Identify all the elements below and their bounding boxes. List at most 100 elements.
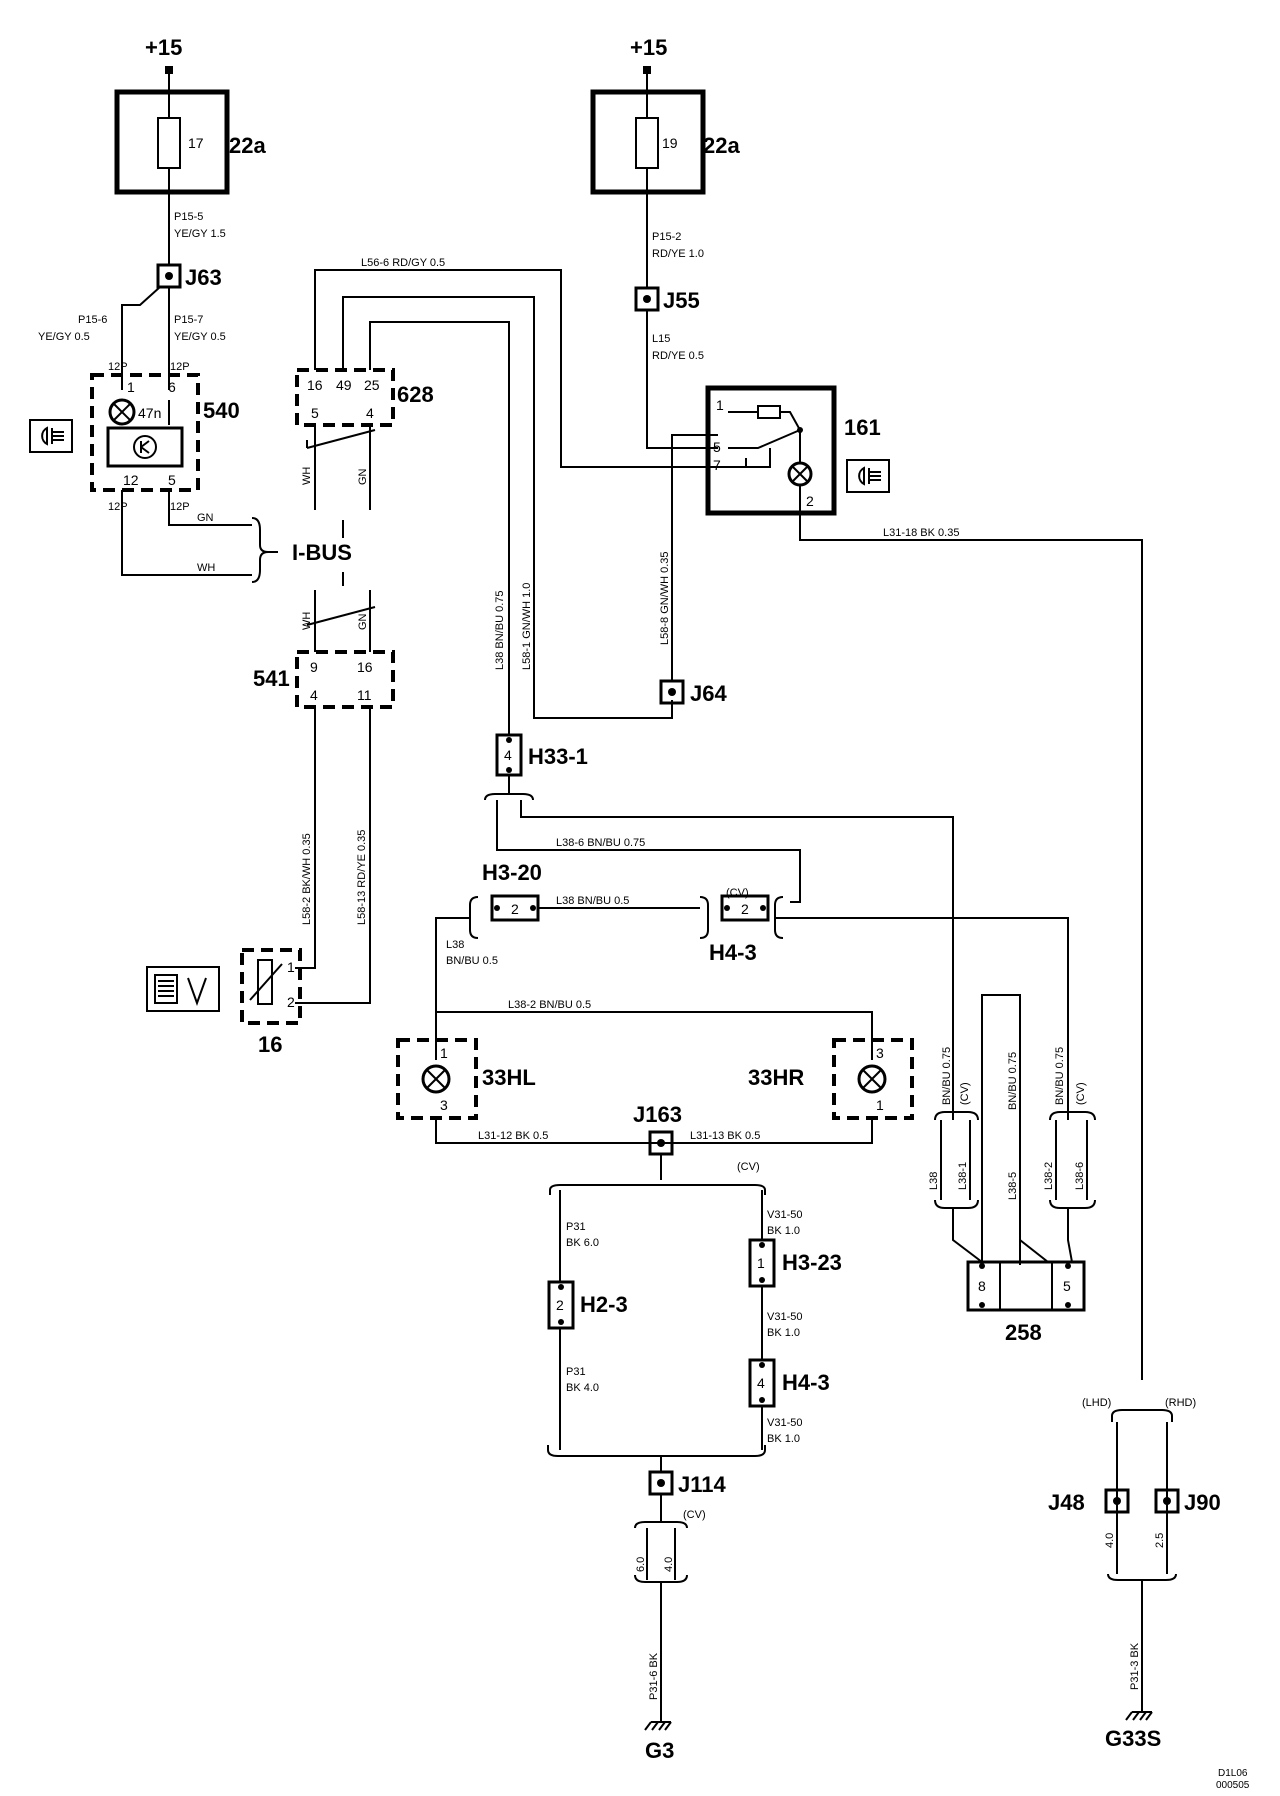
wire-bnbu-075-c: BN/BU 0.75 — [1054, 1047, 1066, 1105]
supply-left-terminal — [165, 66, 173, 74]
component-161-label: 161 — [844, 415, 881, 440]
h4-3a-pin: 2 — [741, 901, 749, 917]
reference-code-2: 000505 — [1216, 1780, 1250, 1791]
pin-540-5: 5 — [168, 472, 176, 488]
wire-l31-18: L31-18 BK 0.35 — [883, 527, 959, 539]
wire-p15-2-color: RD/YE 1.0 — [652, 248, 704, 260]
fuse-19 — [635, 117, 659, 169]
wire-l38-h: L38 BN/BU 0.5 — [556, 895, 629, 907]
pin-541-4: 4 — [310, 687, 318, 703]
wire-v31-c: V31-50 — [767, 1417, 802, 1429]
h4-3b-pin: 4 — [757, 1375, 765, 1391]
component-258-label: 258 — [1005, 1320, 1042, 1345]
switch-161 — [705, 385, 837, 516]
note-cv-4: (CV) — [959, 1082, 971, 1105]
pin-541-9: 9 — [310, 659, 318, 675]
wire-l38-vert: L38 BN/BU 0.75 — [494, 591, 506, 671]
note-lhd: (LHD) — [1082, 1397, 1111, 1409]
headlamp-symbol-right-icon — [846, 459, 890, 493]
wire-v31-a: V31-50 — [767, 1209, 802, 1221]
ibus-label: I-BUS — [292, 540, 352, 565]
h2-3-pin: 2 — [556, 1297, 564, 1313]
component-540-label: 540 — [203, 398, 240, 423]
hl-pin-3: 3 — [440, 1097, 448, 1113]
wire-p15-5: P15-5 — [174, 211, 203, 223]
junction-j163-label: J163 — [633, 1102, 682, 1127]
wire-l38-left-1: L38 — [446, 939, 464, 951]
wire-l38-6-b: L38-6 — [1074, 1162, 1086, 1190]
component-628-label: 628 — [397, 382, 434, 407]
wire-p31-3: P31-3 BK — [1129, 1642, 1141, 1690]
fuse-box-22a-left-label: 22a — [229, 133, 266, 158]
wire-bnbu-075-b: BN/BU 0.75 — [1007, 1052, 1019, 1110]
pin-540-12p-c: 12P — [108, 501, 128, 513]
pin-258-8: 8 — [978, 1278, 986, 1294]
wire-l56-6: L56-6 RD/GY 0.5 — [361, 257, 445, 269]
wire-color-wh-a: WH — [197, 562, 215, 574]
pin-628-4: 4 — [366, 405, 374, 421]
note-cv-3: (CV) — [683, 1509, 706, 1521]
wire-v31-a-color: BK 1.0 — [767, 1225, 800, 1237]
note-cv-5: (CV) — [1075, 1082, 1087, 1105]
junction-j114-label: J114 — [678, 1472, 726, 1497]
component-541-label: 541 — [253, 666, 290, 691]
fuse-17-number: 17 — [188, 135, 204, 151]
component-540 — [90, 373, 200, 492]
junction-j48 — [1104, 1488, 1130, 1514]
wire-l38-2: L38-2 BN/BU 0.5 — [508, 999, 591, 1011]
wire-g3-6-0: 6.0 — [635, 1557, 647, 1572]
wire-v31-b: V31-50 — [767, 1311, 802, 1323]
fuse-box-22a-right-label: 22a — [703, 133, 740, 158]
wire-l38-2-b: L38-2 — [1043, 1162, 1055, 1190]
component-541 — [295, 650, 395, 709]
wire-p31-6: P31-6 BK — [648, 1652, 660, 1700]
wire-l31-12: L31-12 BK 0.5 — [478, 1130, 548, 1142]
indicator-module — [106, 426, 184, 468]
pin-258-5: 5 — [1063, 1278, 1071, 1294]
wire-l38-b: L38 — [928, 1172, 940, 1190]
wire-p15-2: P15-2 — [652, 231, 681, 243]
ground-g33s-label: G33S — [1105, 1726, 1161, 1751]
lamp-33hl-label: 33HL — [482, 1065, 536, 1090]
connector-h4-3-b-label: H4-3 — [782, 1370, 830, 1395]
wire-color-gn-b: GN — [357, 468, 369, 485]
h3-20-pin: 2 — [511, 901, 519, 917]
connector-h4-3-a — [720, 894, 770, 922]
fuse-17 — [157, 117, 181, 169]
lamp-33hl-icon — [421, 1064, 451, 1094]
lamp-33hr-icon — [857, 1064, 887, 1094]
component-16-label: 16 — [258, 1032, 282, 1057]
wire-color-wh-b: WH — [301, 467, 313, 485]
wire-g33-2-5: 2.5 — [1154, 1533, 1166, 1548]
wire-color-gn-a: GN — [197, 512, 214, 524]
pin-16-1: 1 — [287, 959, 295, 975]
pin-628-5: 5 — [311, 405, 319, 421]
h3-23-pin: 1 — [757, 1255, 765, 1271]
component-258 — [966, 1260, 1086, 1312]
ground-g33s-icon — [1125, 1711, 1153, 1721]
component-16 — [240, 948, 302, 1025]
pin-628-25: 25 — [364, 377, 380, 393]
pin-161-7: 7 — [713, 457, 721, 473]
wire-l15: L15 — [652, 333, 670, 345]
hl-pin-1: 1 — [440, 1045, 448, 1061]
wire-color-wh-c: WH — [301, 612, 313, 630]
pin-540-12p-b: 12P — [170, 361, 190, 373]
reference-code-1: D1L06 — [1218, 1768, 1248, 1779]
wire-v31-b-color: BK 1.0 — [767, 1327, 800, 1339]
wire-bnbu-075-a: BN/BU 0.75 — [941, 1047, 953, 1105]
pin-161-1: 1 — [716, 397, 724, 413]
hr-pin-3: 3 — [876, 1045, 884, 1061]
wire-p15-7: P15-7 — [174, 314, 203, 326]
lamp-47n-icon — [108, 398, 136, 426]
wire-p31-b: P31 — [566, 1366, 586, 1378]
wire-l58-8: L58-8 GN/WH 0.35 — [659, 551, 671, 645]
wire-p31-a: P31 — [566, 1221, 586, 1233]
connector-h3-23-label: H3-23 — [782, 1250, 842, 1275]
connector-h4-3-a-label: H4-3 — [709, 940, 757, 965]
wire-p15-6: P15-6 — [78, 314, 107, 326]
pin-540-12: 12 — [123, 472, 139, 488]
wire-g33-4-0: 4.0 — [1104, 1533, 1116, 1548]
junction-j63-label: J63 — [185, 265, 222, 290]
